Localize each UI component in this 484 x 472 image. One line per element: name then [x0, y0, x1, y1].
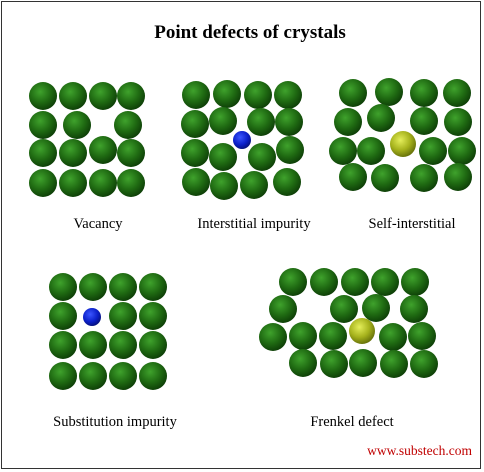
self-interstitial-atom	[390, 131, 416, 157]
host-atom	[209, 107, 237, 135]
host-atom	[139, 331, 167, 359]
host-atom	[444, 108, 472, 136]
host-atom	[289, 322, 317, 350]
host-atom	[410, 350, 438, 378]
host-atom	[444, 163, 472, 191]
host-atom	[289, 349, 317, 377]
impurity-atom	[233, 131, 251, 149]
host-atom	[182, 81, 210, 109]
host-atom	[339, 163, 367, 191]
panel-frenkel-defect	[259, 268, 438, 378]
host-atom	[339, 79, 367, 107]
host-atom	[330, 295, 358, 323]
host-atom	[244, 81, 272, 109]
host-atom	[109, 362, 137, 390]
host-atom	[371, 164, 399, 192]
host-atom	[276, 136, 304, 164]
caption-frenkel-defect: Frenkel defect	[310, 414, 393, 430]
host-atom	[117, 169, 145, 197]
host-atom	[213, 80, 241, 108]
host-atom	[210, 172, 238, 200]
host-atom	[114, 111, 142, 139]
caption-substitution-impurity: Substitution impurity	[53, 414, 177, 430]
host-atom	[400, 295, 428, 323]
impurity-atom	[83, 308, 101, 326]
host-atom	[275, 108, 303, 136]
host-atom	[49, 331, 77, 359]
host-atom	[109, 273, 137, 301]
host-atom	[117, 139, 145, 167]
host-atom	[181, 110, 209, 138]
host-atom	[273, 168, 301, 196]
host-atom	[240, 171, 268, 199]
host-atom	[63, 111, 91, 139]
host-atom	[29, 169, 57, 197]
host-atom	[182, 168, 210, 196]
host-atom	[29, 139, 57, 167]
host-atom	[117, 82, 145, 110]
host-atom	[408, 322, 436, 350]
host-atom	[419, 137, 447, 165]
host-atom	[209, 143, 237, 171]
host-atom	[248, 143, 276, 171]
host-atom	[259, 323, 287, 351]
host-atom	[109, 302, 137, 330]
host-atom	[49, 273, 77, 301]
panel-interstitial-impurity	[181, 80, 304, 200]
host-atom	[139, 302, 167, 330]
host-atom	[371, 268, 399, 296]
host-atom	[139, 362, 167, 390]
host-atom	[181, 139, 209, 167]
host-atom	[329, 137, 357, 165]
host-atom	[89, 169, 117, 197]
host-atom	[59, 169, 87, 197]
host-atom	[410, 79, 438, 107]
caption-self-interstitial: Self-interstitial	[369, 216, 456, 232]
host-atom	[274, 81, 302, 109]
host-atom	[79, 362, 107, 390]
host-atom	[320, 350, 348, 378]
panel-vacancy	[29, 82, 145, 197]
host-atom	[29, 82, 57, 110]
host-atom	[375, 78, 403, 106]
host-atom	[49, 362, 77, 390]
host-atom	[334, 108, 362, 136]
host-atom	[49, 302, 77, 330]
host-atom	[362, 294, 390, 322]
host-atom	[247, 108, 275, 136]
panel-self-interstitial	[329, 78, 476, 192]
panel-substitution-impurity	[49, 273, 167, 390]
host-atom	[79, 331, 107, 359]
host-atom	[443, 79, 471, 107]
caption-vacancy: Vacancy	[73, 216, 123, 232]
host-atom	[79, 273, 107, 301]
host-atom	[89, 136, 117, 164]
self-interstitial-atom	[349, 318, 375, 344]
host-atom	[379, 323, 407, 351]
host-atom	[59, 82, 87, 110]
host-atom	[349, 349, 377, 377]
host-atom	[269, 295, 297, 323]
host-atom	[367, 104, 395, 132]
host-atom	[29, 111, 57, 139]
host-atom	[410, 107, 438, 135]
host-atom	[380, 350, 408, 378]
host-atom	[109, 331, 137, 359]
website-link[interactable]: www.substech.com	[367, 443, 472, 458]
host-atom	[310, 268, 338, 296]
host-atom	[401, 268, 429, 296]
host-atom	[319, 322, 347, 350]
caption-interstitial-impurity: Interstitial impurity	[197, 216, 311, 232]
host-atom	[448, 137, 476, 165]
host-atom	[89, 82, 117, 110]
host-atom	[279, 268, 307, 296]
diagram-title: Point defects of crystals	[154, 22, 346, 43]
host-atom	[139, 273, 167, 301]
host-atom	[357, 137, 385, 165]
host-atom	[59, 139, 87, 167]
host-atom	[410, 164, 438, 192]
host-atom	[341, 268, 369, 296]
